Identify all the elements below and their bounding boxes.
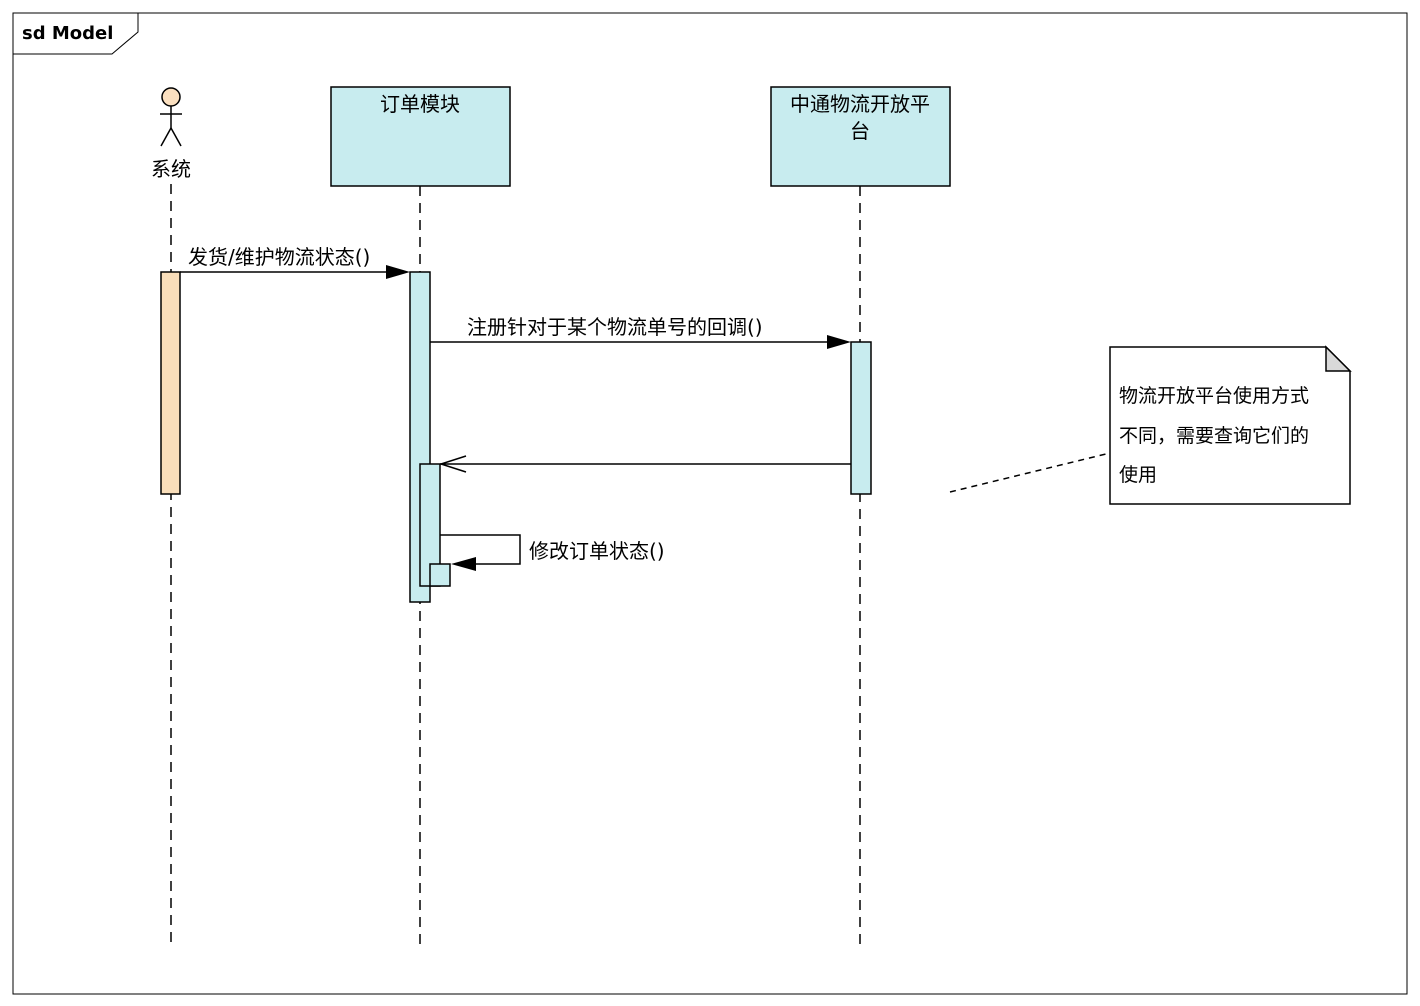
lifeline-head-order[interactable]: 订单模块 xyxy=(330,86,511,187)
actor-system[interactable]: 系统 xyxy=(151,87,191,181)
filled-arrowhead-icon xyxy=(827,335,851,349)
activation-system xyxy=(160,271,181,495)
note-box xyxy=(1109,346,1351,505)
actor-head-icon xyxy=(161,87,181,107)
object-box-zto xyxy=(770,86,951,187)
object-box-order xyxy=(330,86,511,187)
note-line-3: 使用 xyxy=(1119,464,1157,486)
lifeline-head-zto[interactable]: 中通物流开放平 台 xyxy=(770,86,951,187)
message-ship-update-status[interactable]: 发货/维护物流状态() xyxy=(180,245,410,279)
filled-arrowhead-icon xyxy=(386,265,410,279)
object-zto-name-line-1: 中通物流开放平 xyxy=(790,92,930,116)
filled-arrowhead-icon xyxy=(451,557,476,571)
message-label: 注册针对于某个物流单号的回调() xyxy=(467,315,763,339)
message-callback-return[interactable] xyxy=(438,455,851,473)
message-label: 修改订单状态() xyxy=(529,539,665,563)
object-zto-name-line-2: 台 xyxy=(850,119,870,143)
message-update-order-status[interactable]: 修改订单状态() xyxy=(440,534,665,571)
note[interactable]: 物流开放平台使用方式 不同，需要查询它们的 使用 xyxy=(949,345,1352,505)
actor-system-name: 系统 xyxy=(151,157,191,181)
actor-right-leg xyxy=(170,127,182,147)
note-line-2: 不同，需要查询它们的 xyxy=(1119,425,1309,447)
note-fold-corner-icon xyxy=(1325,345,1352,372)
frame-label: sd Model xyxy=(22,23,113,44)
actor-left-leg xyxy=(160,127,172,147)
message-label: 发货/维护物流状态() xyxy=(188,245,370,269)
self-message-line xyxy=(440,534,521,565)
activation-zto xyxy=(850,341,872,495)
message-register-callback[interactable]: 注册针对于某个物流单号的回调() xyxy=(430,315,851,349)
frame-tab xyxy=(12,12,139,55)
open-arrowhead-icon xyxy=(438,455,467,473)
note-line-1: 物流开放平台使用方式 xyxy=(1119,385,1309,407)
note-anchor-line xyxy=(949,452,1111,493)
object-order-name: 订单模块 xyxy=(380,92,460,116)
activation-order-self xyxy=(429,563,451,587)
